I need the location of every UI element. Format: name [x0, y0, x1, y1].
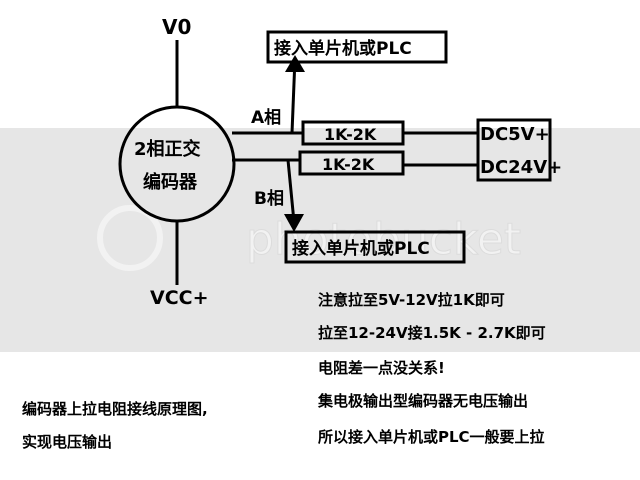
arrow-down-wire	[286, 159, 296, 223]
encoder-label-line1: 2相正交	[134, 138, 201, 160]
v0-label: V0	[162, 15, 191, 39]
mcu-box-bottom	[284, 230, 466, 264]
resistor-bottom-label: 1K-2K	[322, 155, 375, 174]
note-right-3: 电阻差一点没关系!	[318, 359, 445, 377]
dc5v-label: DC5V+	[480, 124, 550, 145]
watermark-band	[0, 128, 640, 352]
note-right-1: 注意拉至5V-12V拉1K即可	[318, 291, 505, 309]
dc24v-label: DC24V+	[480, 157, 562, 178]
mcu-bottom-label: 接入单片机或PLC	[292, 238, 430, 259]
note-left-2: 实现电压输出	[22, 433, 113, 451]
encoder-label-line2: 编码器	[143, 171, 198, 193]
mcu-box-top	[266, 30, 448, 64]
resistor-bottom	[298, 150, 405, 176]
phase-b-label: B相	[254, 188, 284, 209]
resistor-top-label: 1K-2K	[324, 125, 377, 144]
note-right-2: 拉至12-24V接1.5K - 2.7K即可	[318, 324, 546, 342]
vcc-label: VCC+	[150, 287, 209, 309]
phase-a-label: A相	[251, 107, 281, 128]
note-right-4: 集电极输出型编码器无电压输出	[318, 392, 529, 410]
mcu-top-label: 接入单片机或PLC	[274, 38, 412, 59]
watermark-circle-icon	[97, 205, 163, 271]
power-supply-box	[476, 118, 552, 182]
arrow-up-icon	[285, 55, 305, 72]
note-right-5: 所以接入单片机或PLC一般要上拉	[318, 428, 545, 446]
arrow-down-icon	[284, 214, 304, 232]
note-left-1: 编码器上拉电阻接线原理图,	[22, 400, 208, 418]
encoder-circle	[118, 105, 236, 223]
